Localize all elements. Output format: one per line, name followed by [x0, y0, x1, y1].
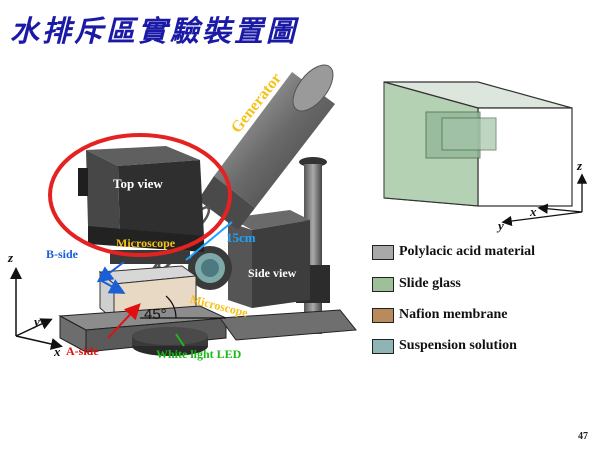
- right-axis-x-label: x: [530, 204, 537, 219]
- right-axes: [501, 173, 588, 227]
- legend-swatch: [372, 244, 394, 260]
- top-view-microscope: [78, 146, 204, 264]
- angle-arc: [165, 295, 177, 319]
- legend-swatch: [372, 307, 394, 323]
- legend-item-nafion: Nafion membrane: [372, 305, 508, 325]
- legend-swatch: [372, 276, 394, 292]
- distance-line: [185, 221, 233, 261]
- side-view-label: Side view: [248, 266, 297, 280]
- box-diagram: [383, 81, 573, 207]
- legend-item-suspension: Suspension solution: [372, 336, 517, 356]
- left-axes: [10, 267, 63, 350]
- legend-label: Suspension solution: [399, 338, 517, 353]
- distance-label: 15cm: [226, 230, 256, 245]
- led-pointer: [175, 333, 185, 347]
- right-axis-z-label: z: [577, 158, 583, 173]
- legend-label: Nafion membrane: [399, 307, 508, 322]
- b-side-arrow: [96, 261, 125, 283]
- legend-label: Polylacic acid material: [399, 244, 536, 259]
- legend-item-slide-glass: Slide glass: [372, 274, 461, 294]
- legend-label: Slide glass: [399, 276, 461, 291]
- page-number: 47: [578, 431, 588, 442]
- top-microscope-label: Microscope: [116, 236, 176, 250]
- axis-x-label: x: [54, 344, 61, 359]
- legend-swatch: [372, 338, 394, 354]
- a-side-label: A-side: [66, 344, 99, 358]
- top-view-label: Top view: [113, 176, 163, 191]
- side-view-microscope: [188, 210, 310, 308]
- right-axis-y-label: y: [498, 218, 504, 233]
- led-label: White light LED: [156, 347, 242, 361]
- legend-item-polylactic: Polylacic acid material: [372, 242, 535, 262]
- angle-label: 45°: [144, 306, 167, 323]
- a-side-arrow: [107, 303, 141, 339]
- page-title: 水排斥區實驗裝置圖: [10, 14, 299, 48]
- axis-z-label: z: [8, 250, 14, 265]
- highlight-ellipse: [48, 133, 232, 257]
- b-side-label: B-side: [46, 247, 79, 261]
- b-side-arrow-2: [99, 279, 126, 294]
- axis-y-label: y: [34, 314, 40, 329]
